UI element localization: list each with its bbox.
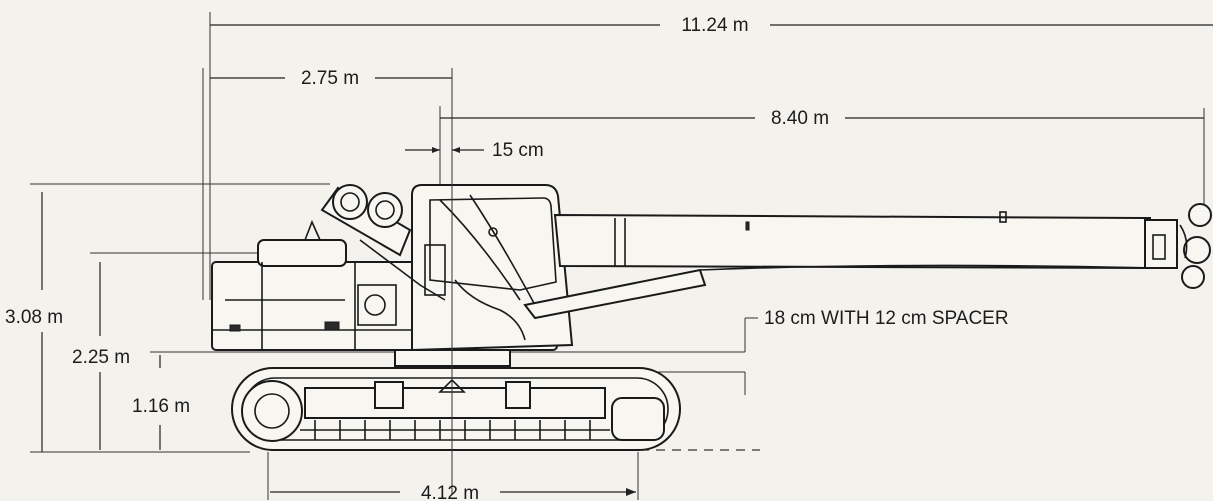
clearance-note-label: 18 cm WITH 12 cm SPACER <box>764 308 1009 329</box>
dimension-labels: 11.24 m 2.75 m 8.40 m 15 cm 18 cm WITH 1… <box>5 15 1009 501</box>
boom-offset-label: 15 cm <box>492 140 544 161</box>
track-length-label: 4.12 m <box>421 483 479 501</box>
telescopic-boom <box>523 203 1212 320</box>
rear-swing-label: 2.75 m <box>301 68 359 89</box>
boom-length-label: 8.40 m <box>771 108 829 129</box>
excavator-illustration <box>211 180 1212 470</box>
overall-height-label: 3.08 m <box>5 307 63 328</box>
boom-cylinders <box>320 184 446 301</box>
track-height-label: 1.16 m <box>132 396 190 417</box>
operator-cab <box>411 184 574 352</box>
crawler-track <box>231 367 681 451</box>
overall-length-label: 11.24 m <box>681 15 748 36</box>
deck-height-label: 2.25 m <box>72 347 130 368</box>
